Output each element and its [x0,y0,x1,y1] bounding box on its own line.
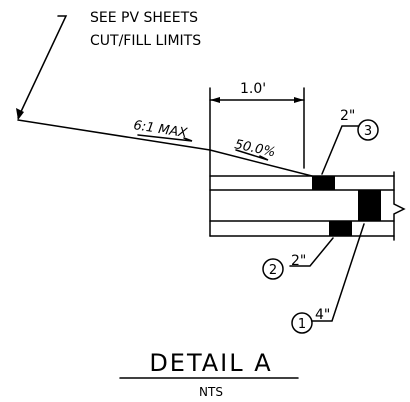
callout-1-leader [311,223,365,322]
callout-3-number: 3 [364,124,372,139]
callout-3-circle [357,119,379,141]
layer-block-1 [358,190,381,221]
detail-title: DETAIL A [149,349,272,377]
callout-2-thickness: 2" [291,253,306,269]
layer-block-2 [329,221,352,236]
side-slope-line [17,119,211,151]
callout-1-thickness: 4" [315,307,330,323]
callout-3-leader [321,125,359,175]
callout-1-circle [291,312,313,334]
note-leader [17,15,68,119]
dim-arrow-right [294,97,304,103]
callout-1-number: 1 [298,317,306,332]
leader-note-line2: CUT/FILL LIMITS [90,33,201,49]
leader-note-line1: SEE PV SHEETS [90,10,198,26]
callout-3-thickness: 2" [340,108,355,124]
callout-2-leader [289,237,334,267]
scale-note: NTS [199,385,223,399]
edge-slope-line [209,149,313,177]
break-line [393,171,406,241]
dim-arrow-left [210,97,220,103]
layer-block-3 [312,176,335,190]
callout-2-circle [262,258,284,280]
side-slope-arrow [137,134,193,142]
edge-slope-arrow [235,149,269,161]
leader-arrowhead [16,108,24,120]
callout-2-number: 2 [269,263,277,278]
dimension-label: 1.0' [240,81,266,97]
